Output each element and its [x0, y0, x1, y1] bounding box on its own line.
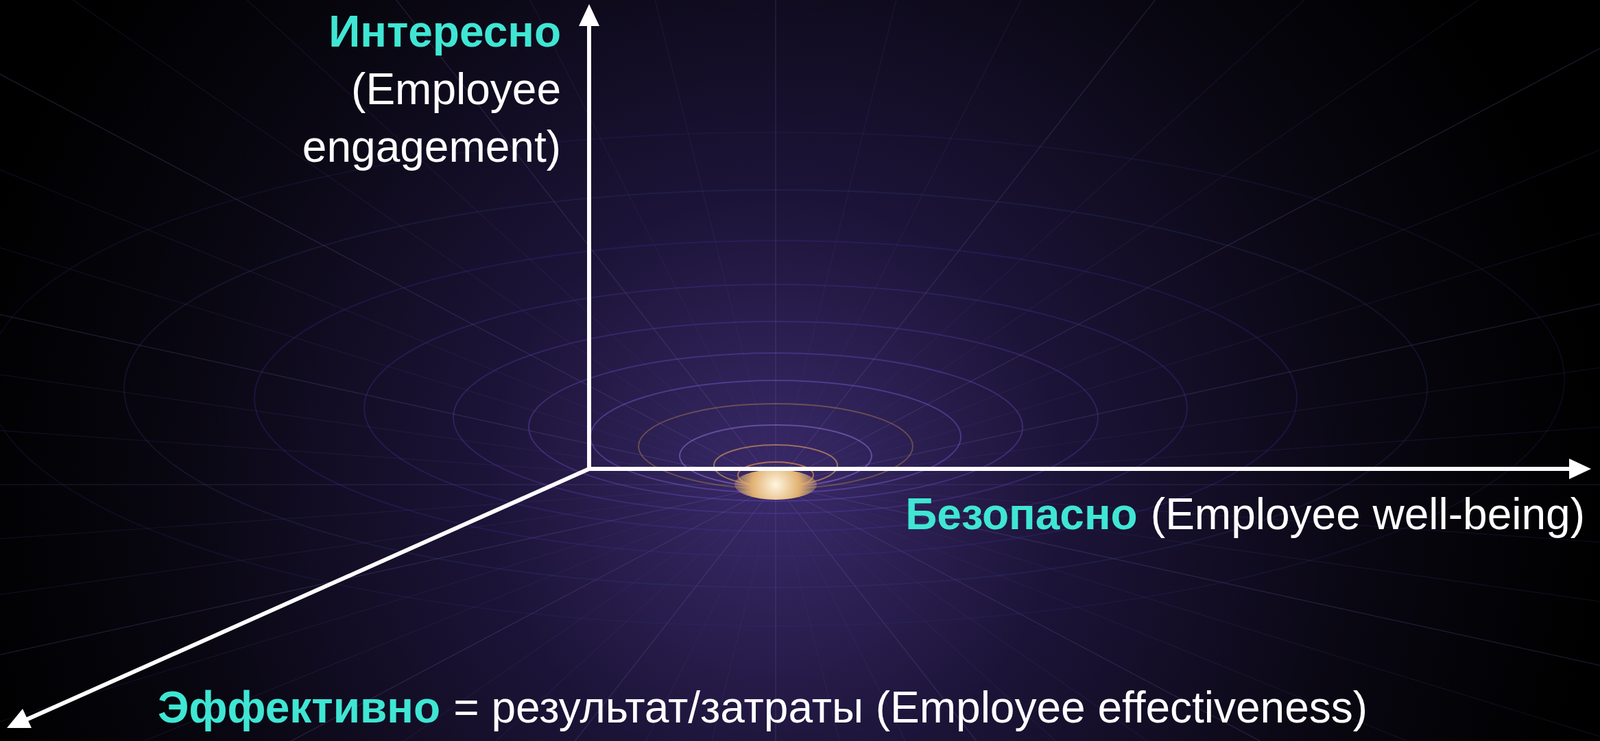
vortex-ray: [0, 484, 776, 645]
vortex-ray: [775, 484, 1600, 485]
vortex-core: [734, 469, 817, 500]
diagonal-axis-label: Эффективно= результат/затраты (Employee …: [157, 678, 1368, 737]
vortex-ring: [254, 240, 1297, 557]
vortex-ray: [774, 0, 776, 485]
axis-arrowhead: [578, 4, 600, 27]
vortex-ray: [0, 484, 776, 566]
horizontal-axis: [589, 467, 1571, 472]
vortex-ray: [775, 248, 1600, 485]
vortex-ring: [528, 353, 1023, 502]
vertical-axis: [587, 23, 592, 470]
vortex-ray: [775, 404, 1600, 485]
vortex-ray: [0, 176, 776, 485]
vortex-rings: [0, 132, 1565, 627]
vortex-ray: [0, 404, 776, 485]
vortex-ray: [775, 484, 1600, 645]
vertical-axis-label: Интересно(Employee engagement): [176, 2, 561, 176]
axis-arrowhead: [1569, 458, 1592, 480]
diagonal-axis: [26, 469, 590, 721]
vortex-ray: [775, 325, 1600, 485]
vortex-ray: [775, 176, 1600, 485]
vortex-ray: [0, 48, 776, 485]
axis-subtitle: = результат/затраты (Employee effectiven…: [453, 683, 1368, 733]
axis-arrowhead: [6, 709, 32, 729]
axes: [6, 4, 1592, 729]
axis-title: Интересно: [176, 2, 561, 61]
axis-title: Безопасно: [905, 489, 1138, 540]
vortex-ray: [775, 0, 1486, 485]
vortex-ring: [0, 132, 1565, 627]
vortex-ray: [0, 484, 776, 485]
horizontal-axis-label: Безопасно(Employee well-being): [905, 485, 1585, 544]
axis-title: Эффективно: [157, 683, 441, 733]
vortex-ray: [775, 0, 1078, 485]
vortex-ray: [65, 0, 776, 485]
axis-subtitle: (Employee well-being): [1150, 489, 1585, 540]
axis-subtitle: (Employee engagement): [302, 64, 561, 172]
